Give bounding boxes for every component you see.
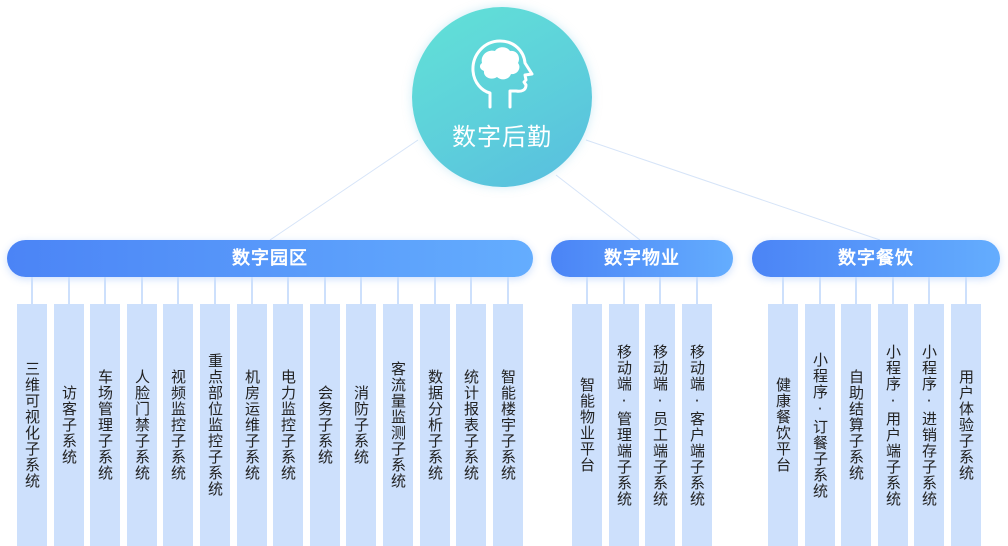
branch-stem <box>507 277 509 304</box>
branch-stem <box>782 277 784 304</box>
branch-stem <box>434 277 436 304</box>
subsystem-card: 移动端·员工端子系统 <box>645 304 675 546</box>
subsystem-label: 消防子系统 <box>352 385 370 465</box>
subsystem-label: 移动端·员工端子系统 <box>651 343 669 507</box>
branch-stem <box>696 277 698 304</box>
branch-stem <box>623 277 625 304</box>
branch-banner-park: 数字园区 <box>7 240 533 277</box>
branch-stem <box>586 277 588 304</box>
subsystem-label: 重点部位监控子系统 <box>206 353 224 497</box>
subsystem-label: 健康餐饮平台 <box>774 377 792 473</box>
subsystem-card: 机房运维子系统 <box>237 304 267 546</box>
branch-stem <box>251 277 253 304</box>
subsystem-label: 机房运维子系统 <box>243 369 261 481</box>
subsystem-label: 三维可视化子系统 <box>23 361 41 489</box>
subsystem-card: 人脸门禁子系统 <box>127 304 157 546</box>
branch-stem <box>68 277 70 304</box>
subsystem-card: 会务子系统 <box>310 304 340 546</box>
subsystem-label: 智能楼宇子系统 <box>499 369 517 481</box>
branch-stem <box>214 277 216 304</box>
branch-stem <box>141 277 143 304</box>
subsystem-label: 视频监控子系统 <box>169 369 187 481</box>
branch-stem <box>324 277 326 304</box>
subsystem-label: 小程序·用户端子系统 <box>884 343 902 507</box>
subsystem-card: 电力监控子系统 <box>273 304 303 546</box>
branch-stem <box>928 277 930 304</box>
branch-stem <box>31 277 33 304</box>
subsystem-card: 智能物业平台 <box>572 304 602 546</box>
subsystem-card: 移动端·管理端子系统 <box>609 304 639 546</box>
connector-root-to-property <box>555 174 641 241</box>
subsystem-label: 小程序·订餐子系统 <box>811 351 829 499</box>
branch-stem <box>360 277 362 304</box>
branch-stem <box>397 277 399 304</box>
subsystem-label: 人脸门禁子系统 <box>133 369 151 481</box>
subsystem-card: 小程序·进销存子系统 <box>914 304 944 546</box>
branch-stem <box>965 277 967 304</box>
subsystem-label: 统计报表子系统 <box>462 369 480 481</box>
subsystem-label: 会务子系统 <box>316 385 334 465</box>
subsystem-card: 三维可视化子系统 <box>17 304 47 546</box>
subsystem-card: 重点部位监控子系统 <box>200 304 230 546</box>
branch-stem <box>819 277 821 304</box>
branch-stem <box>892 277 894 304</box>
subsystem-label: 移动端·管理端子系统 <box>615 343 633 507</box>
branch-stem <box>659 277 661 304</box>
subsystem-card: 小程序·用户端子系统 <box>878 304 908 546</box>
branch-banner-catering: 数字餐饮 <box>752 240 1000 277</box>
subsystem-card: 健康餐饮平台 <box>768 304 798 546</box>
subsystem-card: 视频监控子系统 <box>163 304 193 546</box>
connector-root-to-park <box>269 139 419 241</box>
subsystem-label: 数据分析子系统 <box>426 369 444 481</box>
subsystem-label: 车场管理子系统 <box>96 369 114 481</box>
subsystem-label: 用户体验子系统 <box>957 369 975 481</box>
subsystem-card: 消防子系统 <box>346 304 376 546</box>
subsystem-label: 移动端·客户端子系统 <box>688 343 706 507</box>
subsystem-label: 自助结算子系统 <box>847 369 865 481</box>
subsystem-card: 小程序·订餐子系统 <box>805 304 835 546</box>
subsystem-card: 移动端·客户端子系统 <box>682 304 712 546</box>
root-title: 数字后勤 <box>452 123 552 151</box>
connector-root-to-catering <box>585 139 881 241</box>
subsystem-card: 客流量监测子系统 <box>383 304 413 546</box>
branch-stem <box>177 277 179 304</box>
subsystem-card: 车场管理子系统 <box>90 304 120 546</box>
branch-banner-property: 数字物业 <box>551 240 733 277</box>
branch-stem <box>855 277 857 304</box>
subsystem-label: 访客子系统 <box>60 385 78 465</box>
subsystem-label: 小程序·进销存子系统 <box>920 343 938 507</box>
subsystem-card: 统计报表子系统 <box>456 304 486 546</box>
branch-stem <box>104 277 106 304</box>
root-node: 数字后勤 <box>412 7 592 187</box>
subsystem-label: 电力监控子系统 <box>279 369 297 481</box>
branch-stem <box>470 277 472 304</box>
subsystem-card: 智能楼宇子系统 <box>493 304 523 546</box>
subsystem-card: 数据分析子系统 <box>420 304 450 546</box>
branch-stem <box>287 277 289 304</box>
subsystem-card: 用户体验子系统 <box>951 304 981 546</box>
brain-head-icon <box>471 39 534 109</box>
subsystem-card: 自助结算子系统 <box>841 304 871 546</box>
subsystem-card: 访客子系统 <box>54 304 84 546</box>
subsystem-label: 智能物业平台 <box>578 377 596 473</box>
subsystem-label: 客流量监测子系统 <box>389 361 407 489</box>
